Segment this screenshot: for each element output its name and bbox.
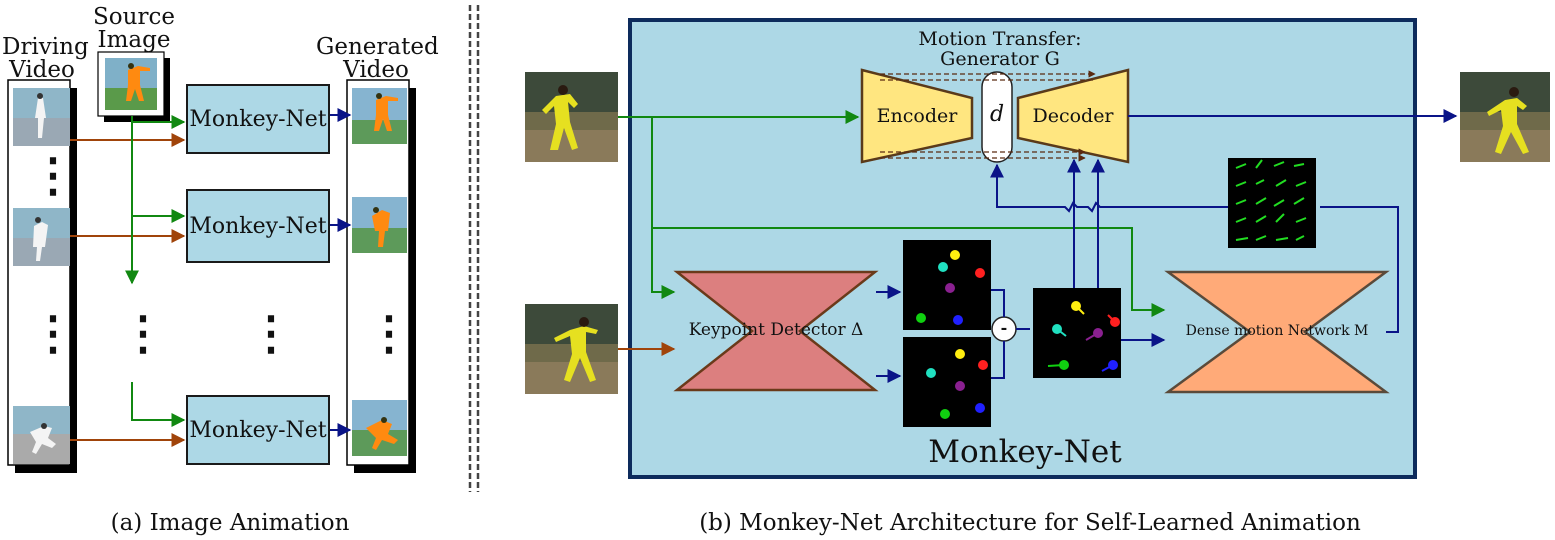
subtract-label: -	[1000, 318, 1008, 337]
ellipsis: ⋮	[366, 306, 412, 360]
driving-video-label: Driving Video	[2, 34, 89, 83]
generated-frame	[352, 88, 407, 144]
generator-title-line1: Motion Transfer:	[918, 28, 1082, 50]
driving-label-line2: Video	[9, 57, 75, 83]
dense-motion-block	[1164, 270, 1390, 394]
monkey-net-big-label: Monkey-Net	[928, 434, 1122, 470]
decoder-label: Decoder	[1032, 105, 1114, 127]
box-label: Monkey-Net	[189, 106, 327, 132]
motion-flow-field	[1228, 158, 1316, 248]
caption-b: (b) Monkey-Net Architecture for Self-Lea…	[699, 510, 1361, 536]
panel-separator	[468, 5, 480, 492]
source-label-line1: Source	[93, 4, 175, 30]
input-driving-frame	[525, 304, 618, 394]
skip-connections	[880, 70, 1096, 162]
box-label: Monkey-Net	[189, 417, 327, 443]
keypoint-detector-block	[673, 270, 879, 392]
caption-a: (a) Image Animation	[110, 510, 350, 536]
keypoints-difference	[1033, 288, 1121, 378]
ellipsis: ⋮	[30, 306, 76, 360]
source-image-label: Source Image	[92, 6, 176, 52]
driving-frame	[13, 208, 70, 266]
monkey-net-box-2: Monkey-Net	[186, 189, 330, 263]
driving-frame	[13, 406, 70, 464]
output-generated-image	[1460, 72, 1550, 162]
ellipsis: ⋮	[120, 306, 166, 360]
monkey-net-panel	[628, 18, 1417, 479]
box-label: Monkey-Net	[189, 213, 327, 239]
ellipsis: ⋮	[30, 148, 76, 202]
source-label-line2: Image	[97, 27, 171, 53]
monkey-net-box-1: Monkey-Net	[186, 84, 330, 154]
decoder-block	[1016, 68, 1130, 164]
source-flow-arrows	[618, 110, 1166, 317]
generated-frame	[352, 197, 407, 253]
latent-d-block	[981, 71, 1013, 163]
driving-frame	[13, 88, 70, 146]
generated-video-label: Generated Video	[316, 34, 439, 83]
keypoints-driving	[903, 337, 991, 427]
driving-arrows	[70, 133, 186, 447]
driving-label-line1: Driving	[2, 34, 89, 60]
generated-frame	[352, 400, 407, 456]
input-source-image	[525, 72, 618, 162]
generated-label-line2: Video	[343, 57, 409, 83]
generated-label-line1: Generated	[316, 34, 439, 60]
output-arrows	[329, 108, 352, 437]
motion-flow-arrows	[876, 109, 1458, 383]
monkey-net-box-3: Monkey-Net	[186, 395, 330, 465]
source-image	[105, 58, 157, 110]
source-arrows	[125, 115, 186, 427]
dense-motion-label: Dense motion Network M	[1185, 323, 1369, 339]
generator-title-line2: Generator G	[940, 47, 1060, 70]
keypoint-detector-label: Keypoint Detector Δ	[688, 320, 864, 340]
latent-label: d	[989, 102, 1005, 127]
ellipsis: ⋮	[248, 306, 294, 360]
generator-title: Motion Transfer: Generator G	[880, 28, 1120, 70]
encoder-block	[860, 68, 974, 164]
encoder-label: Encoder	[876, 105, 958, 127]
keypoints-source	[903, 240, 991, 330]
